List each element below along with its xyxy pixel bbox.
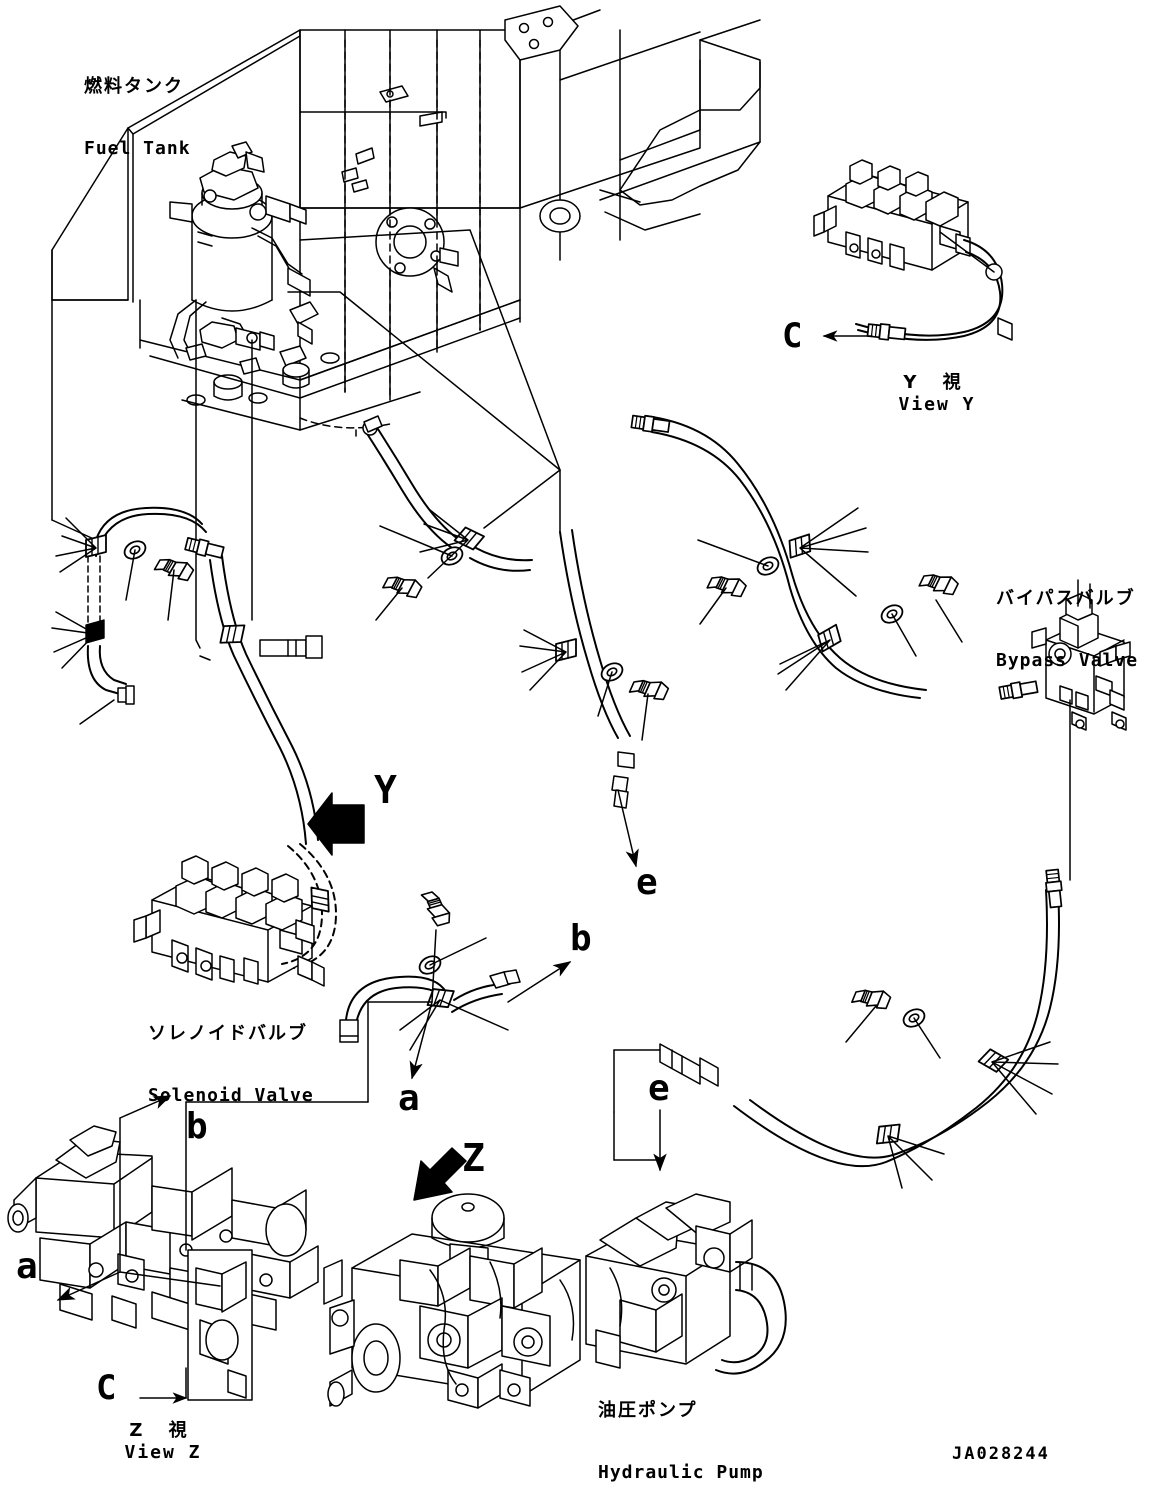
callout-a-main: a [398, 1078, 420, 1119]
view-title-y-jp: Y 視 [903, 372, 971, 393]
view-title-z-en: View Z [124, 1442, 202, 1463]
bypass-valve-art [1031, 579, 1131, 881]
label-solenoid-valve-jp: ソレノイドバルブ [148, 1023, 308, 1045]
drawing-number: JA028244 [952, 1444, 1050, 1464]
label-bypass-valve: バイパスバルブ Bypass Valve [996, 548, 1138, 714]
label-hydraulic-pump-jp: 油圧ポンプ [598, 1400, 698, 1422]
view-title-z: Z 視 View Z [98, 1416, 228, 1463]
center-left-hose-art [199, 555, 323, 845]
view-title-y: Y 視 View Y [872, 368, 1002, 415]
view-z-detail-art [7, 1125, 319, 1401]
ab-hose-art [339, 888, 521, 1051]
center-hose-group-art [362, 415, 561, 621]
view-title-z-jp: Z 視 [129, 1420, 197, 1441]
label-solenoid-valve-en: Solenoid Valve [148, 1085, 314, 1107]
label-fuel-tank-en: Fuel Tank [84, 138, 191, 160]
fuel-tank-frame-art [51, 5, 761, 431]
callout-b-view-z: b [186, 1106, 208, 1147]
callout-a-view-z: a [16, 1246, 38, 1287]
left-hose-group-art [51, 506, 226, 725]
label-fuel-tank: 燃料タンク Fuel Tank [84, 36, 191, 202]
right-upper-hose-art [630, 413, 1039, 702]
hydraulic-pump-art [323, 1193, 787, 1409]
label-bypass-valve-en: Bypass Valve [996, 650, 1139, 672]
callout-c-view-z: C [96, 1368, 117, 1408]
solenoid-valve-art [133, 843, 337, 987]
label-hydraulic-pump-en: Hydraulic Pump [598, 1462, 764, 1484]
callout-view-arrow-z: Z [462, 1136, 485, 1180]
callout-e-main: e [636, 862, 658, 903]
callout-e-pump: e [648, 1068, 670, 1109]
label-solenoid-valve: ソレノイドバルブ Solenoid Valve [148, 983, 314, 1149]
callout-view-arrow-y: Y [374, 768, 397, 812]
label-hydraulic-pump: 油圧ポンプ Hydraulic Pump [598, 1360, 764, 1491]
label-fuel-tank-jp: 燃料タンク [84, 76, 184, 98]
right-lower-hose-art [613, 868, 1065, 1189]
view-y-detail-art [813, 159, 1013, 343]
label-bypass-valve-jp: バイパスバルブ [996, 588, 1136, 610]
center-e-hose-art [519, 529, 671, 809]
callout-c-view-y: C [782, 316, 803, 356]
view-title-y-en: View Y [898, 394, 976, 415]
callout-b-main: b [570, 918, 592, 959]
